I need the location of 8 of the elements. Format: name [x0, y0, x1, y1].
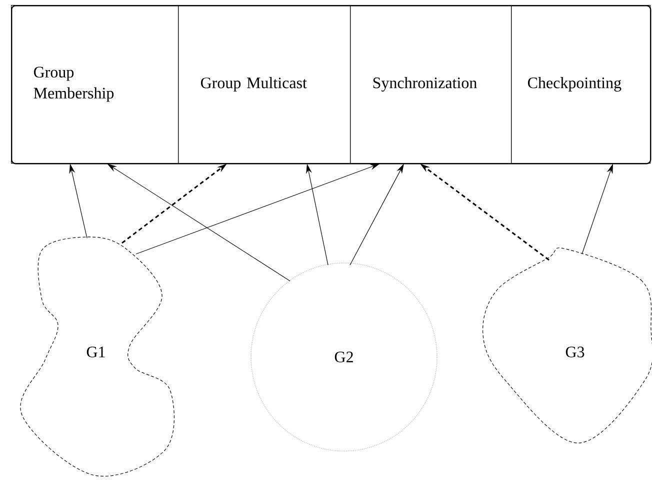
group-outline: G2 [250, 262, 438, 452]
component-cell: Synchronization [350, 5, 512, 164]
component-cell: Group Membership [11, 5, 179, 164]
component-band [11, 5, 652, 164]
group-outline: G1 [20, 236, 174, 476]
group-outline: G3 [482, 248, 652, 444]
component-cell: Group Multicast [178, 5, 351, 164]
component-cell: Checkpointing [511, 5, 651, 164]
